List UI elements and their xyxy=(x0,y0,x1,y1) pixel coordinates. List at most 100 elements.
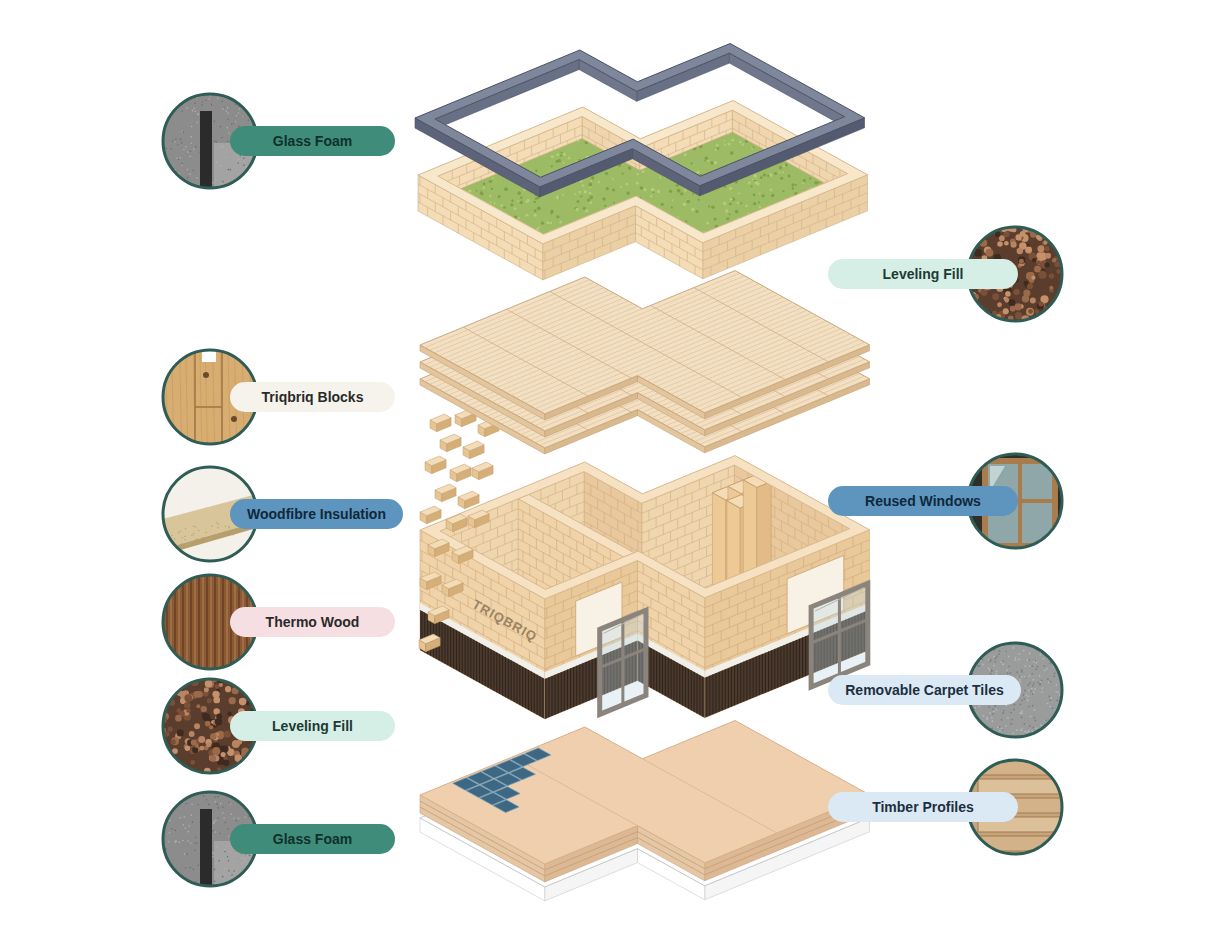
illustration-part xyxy=(552,676,553,716)
illustration-part xyxy=(710,248,711,257)
illustration-part xyxy=(682,149,683,153)
illustration-part xyxy=(656,651,657,691)
illustration-part xyxy=(594,232,595,241)
illustration-part xyxy=(768,594,769,604)
illustration-part xyxy=(627,226,630,229)
illustration-part xyxy=(692,593,693,603)
illustration-part xyxy=(697,241,700,244)
illustration-part xyxy=(723,202,726,205)
illustration-part xyxy=(450,627,451,667)
illustration-part xyxy=(727,260,728,269)
illustration-part xyxy=(739,141,742,144)
illustration-part xyxy=(594,250,595,259)
illustration-part xyxy=(759,193,761,195)
illustration-part xyxy=(589,661,590,701)
illustration-part xyxy=(778,597,779,607)
illustration-part xyxy=(490,540,491,550)
illustration-part xyxy=(452,568,453,578)
illustration-part xyxy=(450,211,451,220)
illustration-part xyxy=(785,213,788,216)
illustration-part xyxy=(590,609,591,619)
illustration-part xyxy=(636,173,638,175)
illustration-part xyxy=(544,270,545,279)
illustration-part xyxy=(570,567,571,577)
illustration-part xyxy=(815,590,816,600)
illustration-part xyxy=(490,580,491,590)
illustration-part xyxy=(631,528,632,538)
illustration-part xyxy=(663,584,664,594)
illustration-part xyxy=(610,225,611,234)
illustration-part xyxy=(751,179,753,181)
illustration-part xyxy=(673,641,674,651)
illustration-part xyxy=(529,590,530,600)
illustration-part xyxy=(725,209,728,212)
illustration-part xyxy=(762,604,763,614)
illustration-part xyxy=(750,659,751,699)
illustration-part xyxy=(641,125,643,127)
illustration-part xyxy=(420,572,441,582)
illustration-part xyxy=(427,189,428,198)
illustration-part xyxy=(790,642,791,682)
illustration-part xyxy=(626,586,627,596)
illustration-part xyxy=(468,559,469,569)
illustration-part xyxy=(648,271,651,274)
illustration-part xyxy=(606,267,608,269)
illustration-part xyxy=(461,592,462,602)
illustration-part xyxy=(502,307,704,418)
illustration-part xyxy=(624,593,634,597)
illustration-part xyxy=(428,606,449,616)
illustration-part xyxy=(760,228,761,237)
illustration-part xyxy=(590,629,591,639)
illustration-part xyxy=(624,594,625,604)
illustration-part xyxy=(774,649,775,689)
illustration-part xyxy=(510,767,536,779)
illustration-part xyxy=(841,564,842,574)
illustration-part xyxy=(654,266,658,270)
roof-slab-layer xyxy=(415,254,875,471)
illustration-part xyxy=(721,239,725,243)
illustration-part xyxy=(488,648,489,688)
illustration-part xyxy=(549,526,550,536)
illustration-part xyxy=(537,675,538,715)
illustration-part xyxy=(619,230,620,239)
illustration-part xyxy=(563,594,564,604)
illustration-part xyxy=(492,177,494,179)
illustration-part xyxy=(487,276,755,387)
illustration-part xyxy=(544,252,545,261)
illustration-part xyxy=(744,228,746,230)
illustration-part xyxy=(734,665,735,705)
illustration-part xyxy=(632,253,834,364)
illustration-part xyxy=(694,672,695,712)
illustration-part xyxy=(513,757,638,826)
illustration-part xyxy=(540,489,541,499)
illustration-part xyxy=(501,284,769,395)
illustration-part xyxy=(568,248,571,251)
illustration-part xyxy=(794,608,795,618)
illustration-part xyxy=(612,189,615,192)
illustration-part xyxy=(579,664,580,704)
illustration-part xyxy=(525,298,793,409)
illustration-part xyxy=(818,181,820,183)
illustration-part xyxy=(442,198,443,207)
illustration-part xyxy=(603,230,606,233)
illustration-part xyxy=(711,119,712,128)
illustration-part xyxy=(704,131,705,140)
illustration-part xyxy=(546,628,547,638)
illustration-part xyxy=(555,483,556,493)
illustration-part xyxy=(803,557,804,567)
illustration-part xyxy=(751,147,753,149)
illustration-part xyxy=(465,635,466,675)
illustration-part xyxy=(562,490,563,500)
illustration-part xyxy=(628,269,631,272)
illustration-part xyxy=(487,215,489,217)
illustration-part xyxy=(656,597,657,607)
illustration-part xyxy=(752,240,753,249)
illustration-part xyxy=(656,235,657,244)
illustration-part xyxy=(853,557,854,567)
illustration-part xyxy=(482,644,483,684)
illustration-part xyxy=(461,632,462,642)
illustration-part xyxy=(605,172,608,175)
illustration-part xyxy=(610,506,611,516)
illustration-part xyxy=(415,237,875,454)
